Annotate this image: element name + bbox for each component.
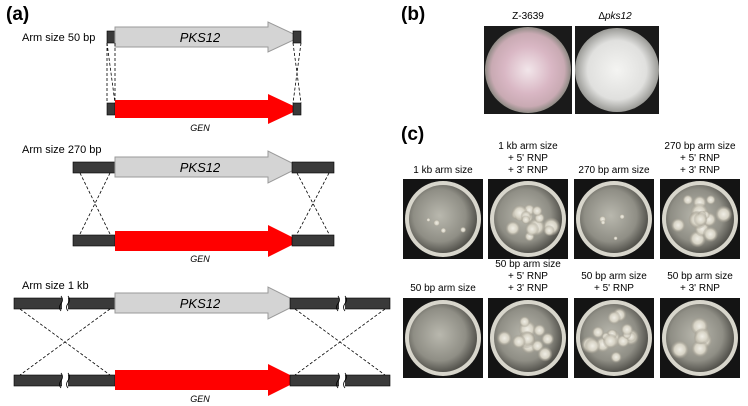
homology-arm-3-target [291,234,335,247]
condition-label-line: + 3' RNP [508,283,548,294]
condition-label-line: 50 bp arm size [667,271,733,282]
petri-plate-2-4 [660,298,740,378]
condition-label-line: + 3' RNP [508,165,548,176]
petri-plate-1-3 [574,179,654,259]
petri-plate-1-2 [488,179,568,259]
arm-size-label: Arm size 1 kb [22,280,89,292]
gene-label: PKS12 [180,30,221,45]
petri-plate-2-2 [488,298,568,378]
homology-arm-5-target [72,234,116,247]
colony-mutant [575,28,659,112]
panel-a-label: (a) [6,4,29,25]
gene-label: PKS12 [180,160,221,175]
marker-label: GEN [190,254,210,264]
gen-marker-arrow [115,225,300,257]
petri-plate-1-4 [660,179,740,259]
construct-270bp: Arm size 270 bp PKS12 GEN [22,144,335,264]
homology-arm-5 [72,161,116,174]
construct-50bp: Arm size 50 bp PKS12 GEN [22,21,302,133]
condition-label-line: 1 kb arm size [413,165,473,176]
gen-marker-arrow [115,94,300,124]
homology-arm-3 [291,161,335,174]
pks12-gene-arrow [114,150,302,184]
condition-label-line: 50 bp arm size [495,259,561,270]
panel-b-label: (b) [401,4,425,25]
condition-label-line: + 3' RNP [680,283,720,294]
colony-wildtype [485,27,571,113]
condition-label-line: + 5' RNP [508,271,548,282]
petri-plate-2-1 [403,298,483,378]
panel-c-plates [403,179,740,378]
marker-label: GEN [190,123,210,133]
arm-size-label: Arm size 270 bp [22,144,101,156]
homology-arm-3 [292,30,302,44]
arm-size-label: Arm size 50 bp [22,32,95,44]
construct-1kb: Arm size 1 kb PKS12 GEN [13,280,391,404]
plate-label-wildtype: Z-3639 [512,11,544,22]
condition-label-line: 1 kb arm size [498,141,558,152]
condition-label-line: + 5' RNP [508,153,548,164]
condition-label-line: 50 bp arm size [581,271,647,282]
homology-arm-5-target [106,102,116,116]
panel-c-label: (c) [401,124,424,145]
petri-plate-2-3 [574,298,654,378]
condition-label-line: 270 bp arm size [664,141,736,152]
condition-label-line: 50 bp arm size [410,283,476,294]
pks12-gene-arrow [114,21,302,53]
condition-label-line: + 5' RNP [594,283,634,294]
condition-label-line: 270 bp arm size [578,165,650,176]
gene-label: PKS12 [180,296,221,311]
homology-arm-3-target [292,102,302,116]
petri-plate-1-1 [403,179,483,259]
condition-label-line: + 3' RNP [680,165,720,176]
condition-label-line: + 5' RNP [680,153,720,164]
homology-arm-5 [106,30,116,44]
marker-label: GEN [190,394,210,404]
plate-label-mutant: Δpks12 [598,11,632,22]
pks12-gene-arrow [114,286,302,320]
gen-marker-arrow [115,364,300,396]
